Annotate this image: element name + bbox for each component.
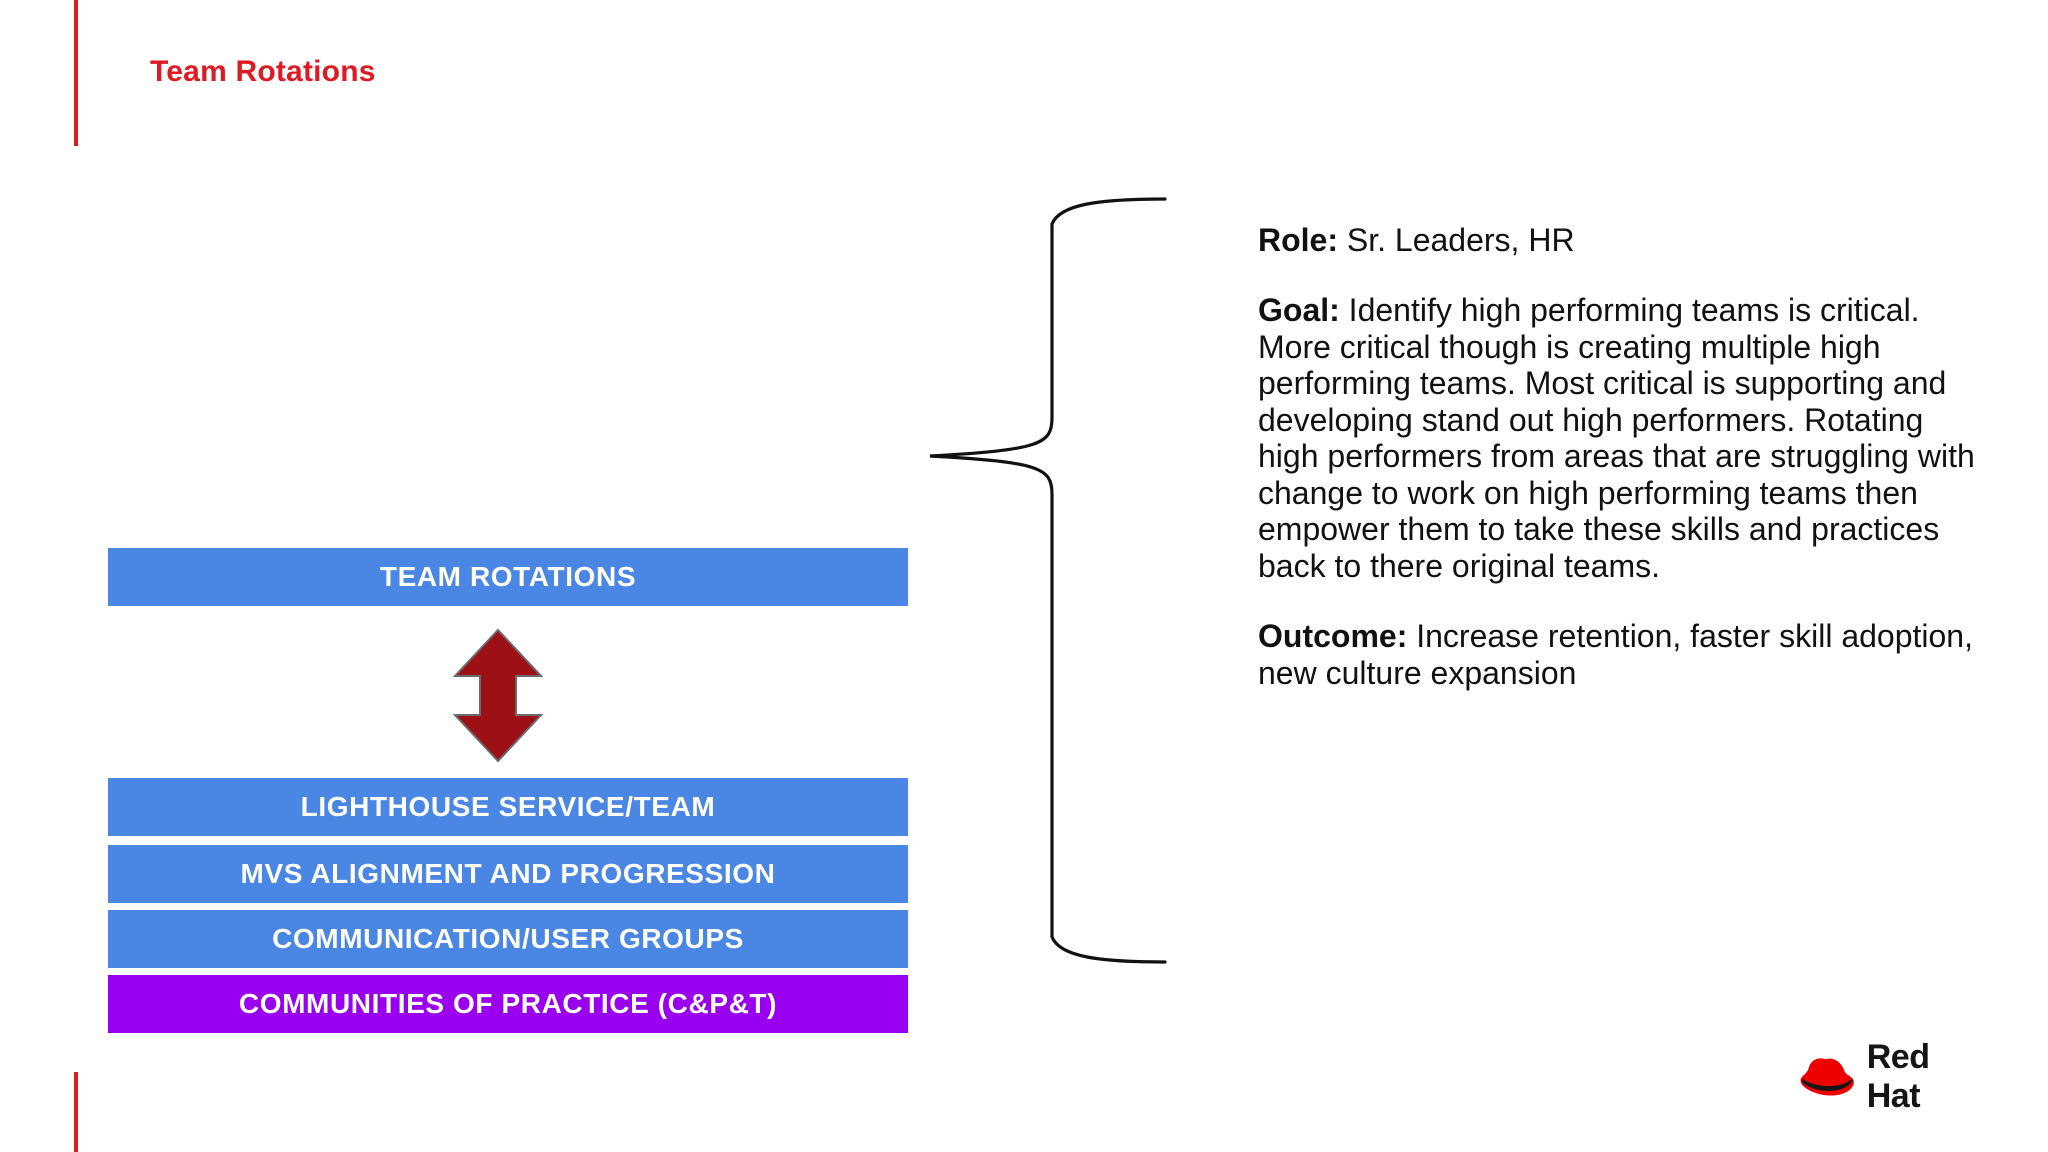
outcome-label: Outcome: bbox=[1258, 618, 1408, 655]
curly-brace-connector bbox=[929, 197, 1167, 964]
accent-rule-top bbox=[74, 0, 78, 146]
outcome-line: Outcome: Increase retention, faster skil… bbox=[1258, 618, 1978, 691]
bar-label: LIGHTHOUSE SERVICE/TEAM bbox=[300, 791, 716, 822]
bar-label: COMMUNITIES OF PRACTICE (C&P&T) bbox=[238, 988, 778, 1019]
double-headed-arrow-icon bbox=[453, 628, 543, 763]
goal-line: Goal: Identify high performing teams is … bbox=[1258, 292, 1978, 584]
goal-label: Goal: bbox=[1258, 292, 1340, 329]
page-title: Team Rotations bbox=[150, 55, 376, 88]
role-label: Role: bbox=[1258, 222, 1338, 258]
bar-communication-user-groups[interactable]: COMMUNICATION/USER GROUPS bbox=[108, 910, 908, 968]
outcome-text: Increase retention, faster skill adoptio… bbox=[1258, 618, 1973, 691]
redhat-logo: Red Hat bbox=[1798, 1038, 1978, 1115]
description-block: Role: Sr. Leaders, HR Goal: Identify hig… bbox=[1258, 222, 1978, 691]
bar-mvs-alignment-and-progression[interactable]: MVS ALIGNMENT AND PROGRESSION bbox=[108, 845, 908, 903]
goal-text: Identify high performing teams is critic… bbox=[1258, 292, 1975, 584]
bar-label: COMMUNICATION/USER GROUPS bbox=[272, 923, 744, 954]
paragraph-spacer-1 bbox=[1258, 258, 1978, 292]
paragraph-spacer-2 bbox=[1258, 584, 1978, 618]
redhat-fedora-icon bbox=[1800, 1058, 1854, 1096]
role-line: Role: Sr. Leaders, HR bbox=[1258, 222, 1978, 258]
bar-lighthouse-service-team[interactable]: LIGHTHOUSE SERVICE/TEAM bbox=[108, 778, 908, 836]
bar-communities-of-practice[interactable]: COMMUNITIES OF PRACTICE (C&P&T) bbox=[108, 975, 908, 1033]
bar-team-rotations[interactable]: TEAM ROTATIONS bbox=[108, 548, 908, 606]
bar-label: TEAM ROTATIONS bbox=[379, 561, 637, 592]
role-text: Sr. Leaders, HR bbox=[1338, 222, 1575, 258]
bar-label: MVS ALIGNMENT AND PROGRESSION bbox=[240, 858, 776, 889]
accent-rule-bottom bbox=[74, 1072, 78, 1152]
redhat-wordmark: Red Hat bbox=[1866, 1038, 1930, 1115]
